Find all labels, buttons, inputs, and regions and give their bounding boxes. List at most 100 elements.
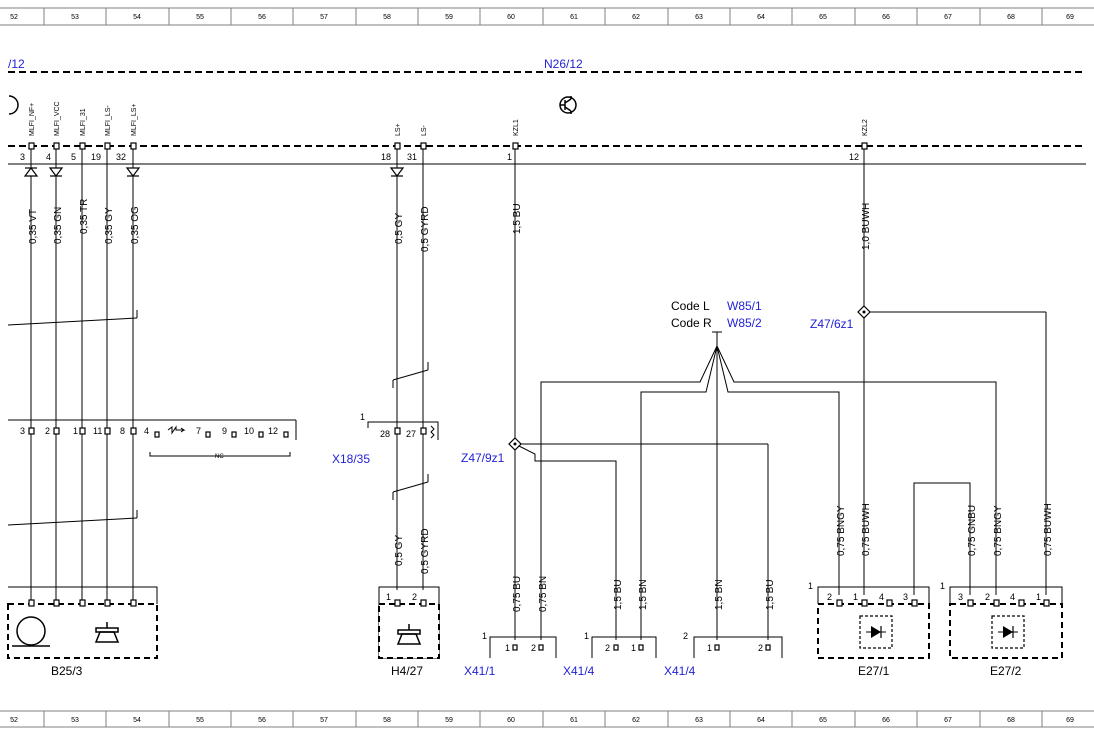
- wire-label-gy-top: 0,5 GY: [394, 213, 405, 244]
- h4-pin-2: 2: [412, 592, 417, 602]
- wire-label-gn: 0,35 GN: [53, 207, 64, 244]
- e27-2-pin-3: 3: [958, 592, 963, 602]
- ruler-bottom-64: 64: [757, 717, 765, 724]
- bottom-ruler: 52 53 54 55 56 57 58 59 60 61 62 63 64 6…: [0, 710, 1094, 728]
- pin-num-4: 4: [46, 152, 51, 162]
- pin-name-ls-plus-2: LS+: [395, 123, 402, 136]
- code-l-text: Code L: [671, 299, 710, 313]
- e27-1-label: E27/1: [858, 664, 890, 678]
- pin-name-31: MLFI_31: [80, 108, 87, 136]
- wire-label-gyrd-bottom: 0,5 GYRD: [420, 528, 431, 574]
- nc-label: NC: [215, 454, 224, 460]
- component-x41-4-a: 1 2 1 X41/4: [563, 631, 657, 678]
- ruler-bottom-61: 61: [570, 717, 578, 724]
- ruler-top-55: 55: [196, 14, 204, 21]
- b25-label: B25/3: [51, 664, 83, 678]
- pin-name-kzl2: KZL2: [862, 119, 869, 136]
- ruler-bottom-58: 58: [383, 717, 391, 724]
- pin-name-vcc: MLFI_VCC: [54, 101, 61, 136]
- x18-mid-one: 1: [360, 412, 365, 422]
- wire-label-buwh-1: 0,75 BUWH: [861, 503, 872, 556]
- code-r-ref: W85/2: [727, 316, 762, 330]
- x41-4b-label: X41/4: [664, 664, 696, 678]
- partial-symbol: [8, 95, 19, 115]
- wire-label-075-bn: 0,75 BN: [538, 576, 549, 612]
- x18-pin-4: 4: [144, 426, 149, 436]
- x18-pin-1: 1: [73, 426, 78, 436]
- ruler-bottom-63: 63: [695, 717, 703, 724]
- module-left-label: /12: [8, 57, 25, 71]
- z47-6-label: Z47/6z1: [810, 317, 854, 331]
- ruler-top-65: 65: [819, 14, 827, 21]
- x18-label: X18/35: [332, 452, 370, 466]
- transistor-icon: [559, 96, 577, 114]
- wire-label-gy: 0,35 GY: [104, 207, 115, 244]
- pin-num-5: 5: [71, 152, 76, 162]
- e27-2-pin-4: 4: [1010, 592, 1015, 602]
- pin-name-lsminus: MLFI_LS-: [105, 105, 112, 136]
- wire-label-bu-top: 1,5 BU: [512, 203, 523, 234]
- coil-icon: [430, 425, 435, 439]
- ruler-top-59: 59: [445, 14, 453, 21]
- ruler-top-52: 52: [10, 14, 18, 21]
- nc-bracket: [149, 452, 291, 457]
- wire-label-15-bu-b: 1,5 BU: [765, 579, 776, 610]
- pin-name-nf: MLFI_NF+: [29, 103, 36, 136]
- pin-name-ls-minus-2: LS-: [421, 124, 428, 136]
- ruler-bottom-60: 60: [507, 717, 515, 724]
- x18-pin-27: 27: [406, 429, 416, 439]
- e27-1-pin-2: 2: [827, 592, 832, 602]
- ruler-top-58: 58: [383, 14, 391, 21]
- component-x41-1: 1 1 2 X41/1: [464, 631, 557, 678]
- ruler-top-66: 66: [882, 14, 890, 21]
- component-b25-3: B25/3: [7, 586, 158, 678]
- wire-label-gnbu: 0,75 GNBU: [967, 505, 978, 556]
- ruler-top-56: 56: [258, 14, 266, 21]
- ruler-top-60: 60: [507, 14, 515, 21]
- pin-num-19: 19: [91, 152, 101, 162]
- e27-1-pin-1: 1: [853, 592, 858, 602]
- ruler-top-69: 69: [1066, 14, 1074, 21]
- wire-label-gyrd-top: 0,5 GYRD: [420, 206, 431, 252]
- ruler-top-57: 57: [320, 14, 328, 21]
- wire-label-075-bu: 0,75 BU: [512, 576, 523, 612]
- led-icon: [991, 615, 1025, 649]
- x18-pin-9: 9: [222, 426, 227, 436]
- wire-label-bngy-2: 0,75 BNGY: [993, 505, 1004, 556]
- component-h4-27: 1 2 H4/27: [378, 586, 440, 678]
- code-l-ref: W85/1: [727, 299, 762, 313]
- ruler-top-54: 54: [133, 14, 141, 21]
- module-n26-label: N26/12: [544, 57, 583, 71]
- wire-label-vt: 0,35 VT: [28, 209, 39, 244]
- connector-x18-35: 3 2 1 11 8 4 7 9 10 12 NC 1 28 27 X18/35: [8, 412, 439, 466]
- e27-2-label: E27/2: [990, 664, 1022, 678]
- x18-pin-10: 10: [244, 426, 254, 436]
- x41-4a-pin-1: 1: [631, 643, 636, 653]
- x18-pin-7: 7: [196, 426, 201, 436]
- ruler-bottom-55: 55: [196, 717, 204, 724]
- ruler-bottom-65: 65: [819, 717, 827, 724]
- component-e27-1: 1 2 1 4 3 E27/1: [808, 581, 930, 678]
- ruler-bottom-62: 62: [632, 717, 640, 724]
- ruler-bottom-56: 56: [258, 717, 266, 724]
- x41-1-one: 1: [482, 631, 487, 641]
- pin-num-12: 12: [849, 152, 859, 162]
- ruler-top-64: 64: [757, 14, 765, 21]
- wire-label-og: 0,35 OG: [130, 206, 141, 244]
- x41-1-pin-1: 1: [505, 643, 510, 653]
- ruler-bottom-54: 54: [133, 717, 141, 724]
- pin-num-32: 32: [116, 152, 126, 162]
- x18-pin-12: 12: [268, 426, 278, 436]
- x41-4b-two: 2: [683, 631, 688, 641]
- splice-z47-9: Z47/9z1: [461, 437, 522, 465]
- speaker-icon: [396, 624, 422, 645]
- h4-pin-1: 1: [386, 592, 391, 602]
- e27-1-pin-4: 4: [879, 592, 884, 602]
- x41-4a-label: X41/4: [563, 664, 595, 678]
- wire-label-tr: 0,35 TR: [79, 199, 90, 234]
- wire-label-gy-bottom: 0,5 GY: [394, 535, 405, 566]
- ruler-bottom-59: 59: [445, 717, 453, 724]
- speaker-icon: [94, 622, 120, 643]
- ruler-top-53: 53: [71, 14, 79, 21]
- x18-pin-8: 8: [120, 426, 125, 436]
